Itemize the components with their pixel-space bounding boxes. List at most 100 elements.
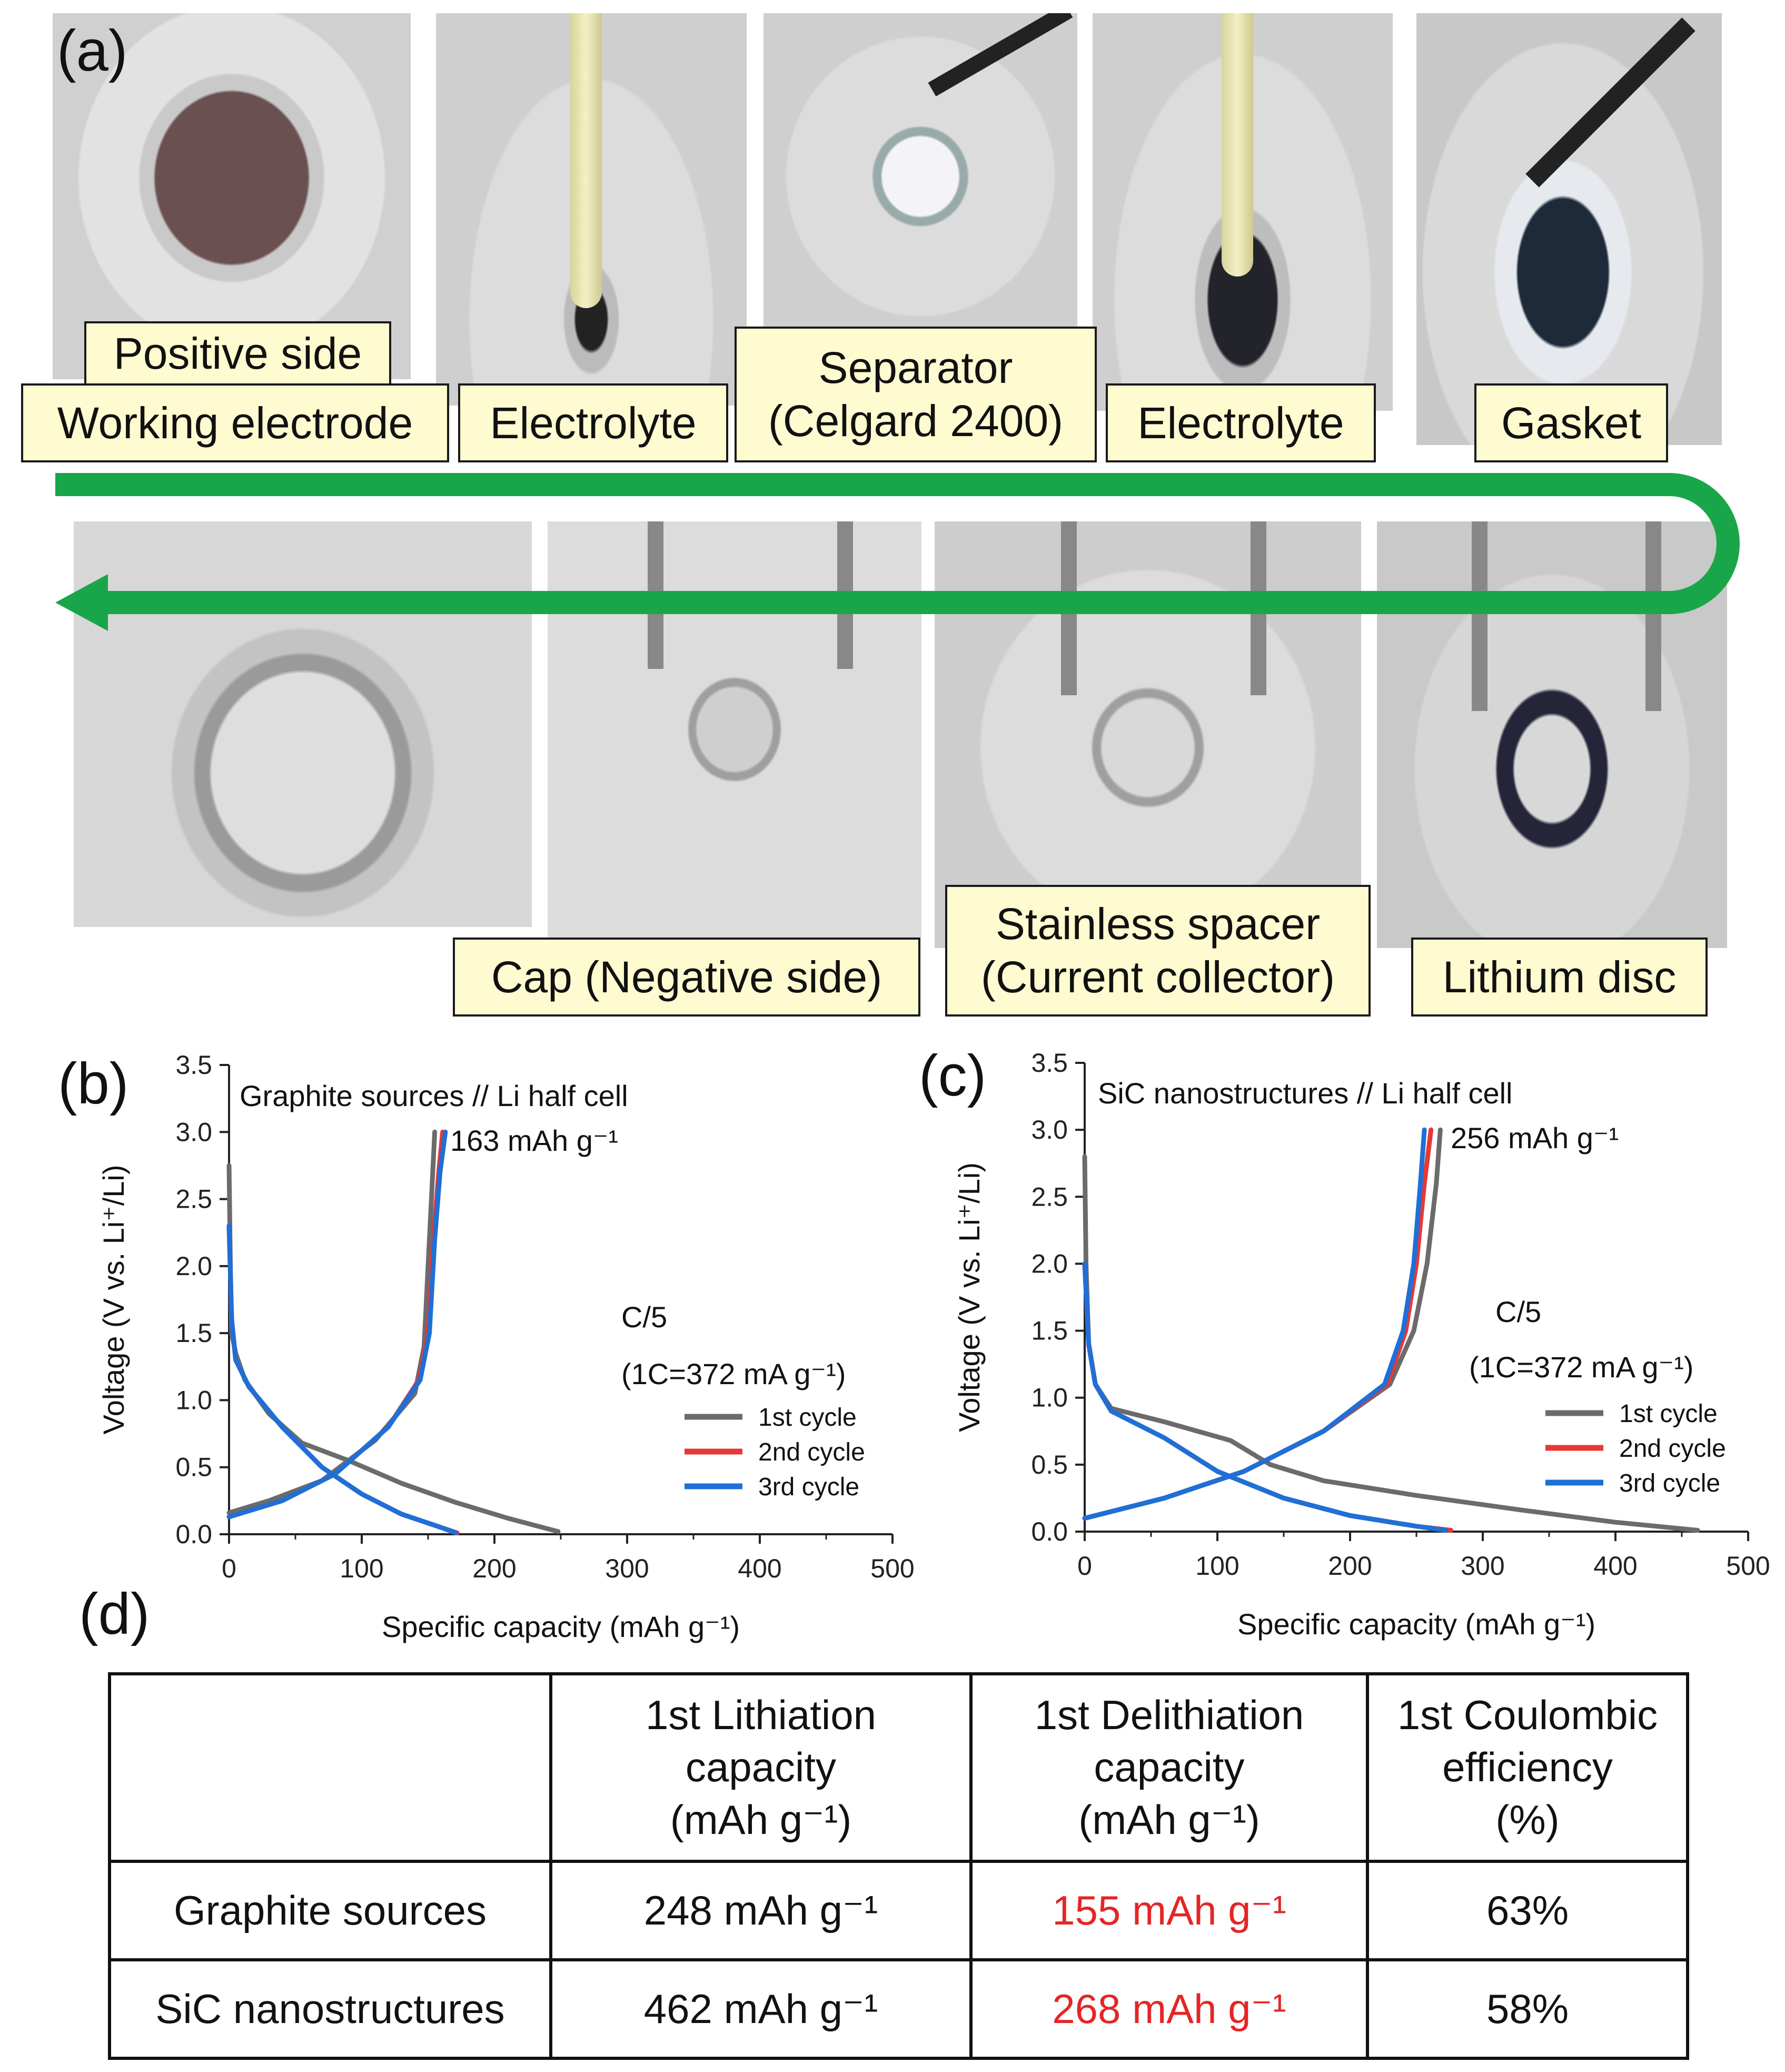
- header-line: (mAh g⁻¹): [670, 1796, 852, 1843]
- series-line-1-charge: [226, 1129, 438, 1515]
- rate-label: C/5: [1495, 1295, 1541, 1328]
- legend-label: 3rd cycle: [1619, 1469, 1720, 1497]
- header-line: capacity: [1094, 1744, 1245, 1791]
- label-separator: Separator (Celgard 2400): [735, 327, 1097, 462]
- table-row: SiC nanostructures 462 mAh g⁻¹ 268 mAh g…: [108, 1958, 1689, 2060]
- legend-label: 1st cycle: [758, 1404, 857, 1432]
- table-cell-lithiation: 462 mAh g⁻¹: [549, 1958, 973, 2060]
- label-text: Positive side: [113, 329, 362, 379]
- x-tick-label: 500: [1726, 1551, 1770, 1581]
- x-tick-label: 200: [472, 1554, 516, 1583]
- table-header-coulombic: 1st Coulombic efficiency (%): [1366, 1672, 1689, 1863]
- header-line: capacity: [685, 1744, 837, 1791]
- photo-assembled-cell: [74, 521, 532, 927]
- y-tick-label: 1.0: [1031, 1383, 1068, 1413]
- capacity-note: 163 mAh g⁻¹: [450, 1124, 618, 1157]
- photo-electrolyte-2: [1093, 13, 1393, 411]
- header-line: 1st Coulombic: [1397, 1692, 1658, 1739]
- table-cell-delithiation: 268 mAh g⁻¹: [969, 1958, 1369, 2060]
- chart-annotation: SiC nanostructures // Li half cell: [1098, 1077, 1512, 1110]
- label-text: Stainless spacer: [995, 899, 1321, 949]
- process-arrowhead: [55, 574, 108, 631]
- photo-electrolyte-1: [436, 13, 747, 406]
- table-cell-material: Graphite sources: [108, 1860, 552, 1961]
- label-text: Working electrode: [57, 398, 413, 448]
- pipette-shape: [1222, 13, 1253, 277]
- series-line-1-discharge: [1082, 1154, 1700, 1533]
- y-tick-label: 0.0: [1031, 1517, 1068, 1546]
- label-working-electrode: Working electrode: [21, 383, 449, 462]
- x-tick-label: 100: [340, 1554, 383, 1583]
- table-header-row: 1st Lithiation capacity (mAh g⁻¹) 1st De…: [108, 1672, 1689, 1863]
- y-tick-label: 1.0: [175, 1385, 212, 1415]
- pipette-shape: [570, 13, 602, 308]
- x-tick-label: 200: [1328, 1551, 1372, 1581]
- y-tick-label: 1.5: [175, 1318, 212, 1348]
- x-tick-label: 0: [1077, 1551, 1092, 1581]
- y-axis-label: Voltage (V vs. Li⁺/Li): [953, 1162, 986, 1432]
- process-arrow-path: [55, 473, 1740, 614]
- panel-c-letter: (c): [919, 1043, 986, 1108]
- series-line-3-charge: [1082, 1127, 1427, 1521]
- panel-d-letter: (d): [79, 1582, 150, 1646]
- process-arrow: [55, 473, 1740, 631]
- y-tick-label: 2.5: [175, 1185, 212, 1214]
- table-row: Graphite sources 248 mAh g⁻¹ 155 mAh g⁻¹…: [108, 1860, 1689, 1961]
- table-cell-delithiation: 155 mAh g⁻¹: [969, 1860, 1369, 1961]
- x-tick-label: 100: [1195, 1551, 1239, 1581]
- photo-gasket: [1416, 13, 1722, 445]
- y-tick-label: 0.0: [175, 1520, 212, 1549]
- label-text: Separator: [818, 343, 1013, 393]
- header-line: 1st Delithiation: [1034, 1692, 1304, 1739]
- series-line-2-charge: [1082, 1127, 1434, 1521]
- label-text: (Celgard 2400): [768, 396, 1064, 446]
- series-line-2-charge: [226, 1129, 445, 1520]
- y-tick-label: 1.5: [1031, 1316, 1068, 1346]
- header-line: (mAh g⁻¹): [1078, 1796, 1260, 1843]
- y-tick-label: 3.5: [1031, 1048, 1068, 1078]
- x-tick-label: 300: [605, 1554, 649, 1583]
- label-gasket: Gasket: [1474, 383, 1668, 462]
- y-tick-label: 0.5: [1031, 1450, 1068, 1479]
- photo-cap: [548, 521, 921, 938]
- header-line: (%): [1495, 1796, 1560, 1843]
- y-tick-label: 3.0: [175, 1117, 212, 1147]
- rate-note: (1C=372 mA g⁻¹): [1469, 1350, 1693, 1384]
- y-tick-label: 3.5: [175, 1050, 212, 1080]
- y-tick-label: 2.5: [1031, 1182, 1068, 1211]
- rate-label: C/5: [621, 1300, 667, 1334]
- photo-separator: [763, 13, 1077, 340]
- tweezers-shape: [1472, 521, 1661, 711]
- label-text: Electrolyte: [1137, 398, 1344, 448]
- table-header-lithiation: 1st Lithiation capacity (mAh g⁻¹): [549, 1672, 973, 1863]
- panel-b-letter: (b): [58, 1051, 128, 1116]
- panel-a-letter: (a): [57, 18, 128, 83]
- legend-label: 1st cycle: [1619, 1400, 1718, 1428]
- x-tick-label: 400: [738, 1554, 781, 1583]
- label-cap: Cap (Negative side): [453, 938, 920, 1017]
- table-header-empty: [108, 1672, 552, 1863]
- photo-working-electrode: [53, 13, 411, 379]
- legend-label: 2nd cycle: [1619, 1435, 1726, 1463]
- series-line-3-charge: [226, 1129, 448, 1520]
- header-line: efficiency: [1442, 1744, 1613, 1791]
- y-tick-label: 2.0: [175, 1251, 212, 1281]
- label-stainless-spacer: Stainless spacer (Current collector): [945, 885, 1371, 1017]
- label-positive-side: Positive side: [84, 321, 391, 386]
- x-tick-label: 500: [870, 1554, 914, 1583]
- y-tick-label: 3.0: [1031, 1115, 1068, 1144]
- table-cell-lithiation: 248 mAh g⁻¹: [549, 1860, 973, 1961]
- table-header-delithiation: 1st Delithiation capacity (mAh g⁻¹): [969, 1672, 1369, 1863]
- legend-label: 3rd cycle: [758, 1473, 859, 1501]
- chart-annotation: Graphite sources // Li half cell: [240, 1079, 628, 1112]
- x-tick-label: 300: [1461, 1551, 1504, 1581]
- label-text: Gasket: [1501, 398, 1642, 448]
- x-tick-label: 400: [1593, 1551, 1637, 1581]
- label-lithium-disc: Lithium disc: [1411, 938, 1708, 1017]
- label-electrolyte-1: Electrolyte: [458, 383, 728, 462]
- label-text: Lithium disc: [1442, 952, 1677, 1002]
- table-cell-efficiency: 63%: [1366, 1860, 1689, 1961]
- y-axis-label: Voltage (V vs. Li⁺/Li): [97, 1165, 130, 1434]
- capacity-summary-table: 1st Lithiation capacity (mAh g⁻¹) 1st De…: [108, 1672, 1689, 2060]
